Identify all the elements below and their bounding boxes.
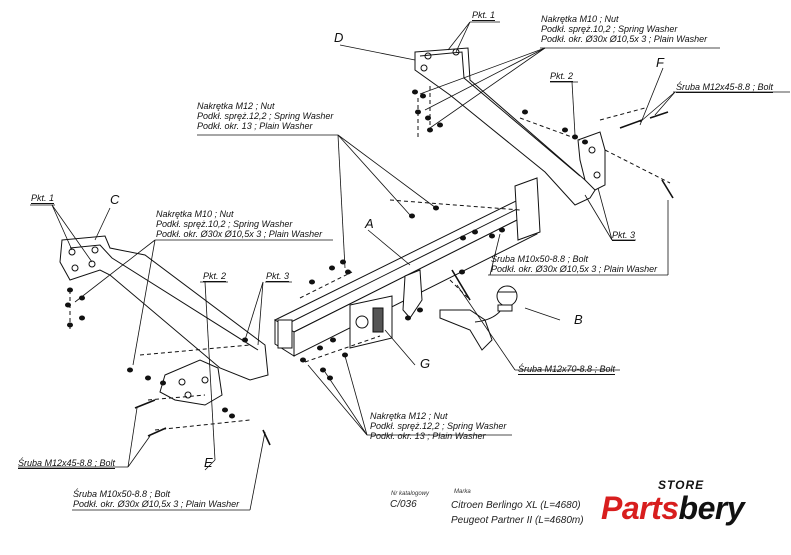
part-label-g: G bbox=[420, 356, 431, 371]
bracket-d bbox=[414, 47, 605, 206]
callout-bolt-m12x70: Śruba M12x70-8.8 ; Bolt bbox=[518, 364, 616, 375]
callout-bolt-m12x45-right: Śruba M12x45-8.8 ; Bolt bbox=[676, 82, 774, 93]
callout-bolt-m10x50-left: Śruba M10x50-8.8 ; Bolt Podkł. okr. Ø30x… bbox=[73, 489, 240, 509]
pkt3-right-label: Pkt. 3 bbox=[612, 230, 636, 241]
tow-ball bbox=[439, 285, 518, 351]
catalog-number-label: Nr katalogowy bbox=[391, 491, 430, 497]
callout-bolt-m10x50-right: Śruba M10x50-8.8 ; Bolt Podkł. okr. Ø30x… bbox=[491, 254, 658, 274]
part-label-f: F bbox=[656, 55, 664, 70]
model-line-1: Citroen Berlingo XL (L=4680) bbox=[451, 500, 581, 511]
partsbery-logo: Partsbery bbox=[601, 490, 745, 526]
bracket-c bbox=[59, 235, 269, 381]
part-label-d: D bbox=[334, 30, 344, 45]
pkt3-left-label: Pkt. 3 bbox=[266, 271, 290, 282]
part-label-b: B bbox=[574, 312, 583, 327]
catalog-number: C/036 bbox=[390, 499, 417, 510]
pkt2-left-label: Pkt. 2 bbox=[203, 271, 227, 282]
logo-store-text: STORE bbox=[658, 478, 705, 492]
pkt1-left-label: Pkt. 1 bbox=[31, 193, 55, 204]
callout-nut-m12-mid: Nakrętka M12 ; Nut Podkł. spręż.12,2 ; S… bbox=[197, 101, 334, 131]
model-line-2: Peugeot Partner II (L=4680m) bbox=[451, 515, 584, 526]
fastener-set bbox=[65, 89, 588, 419]
part-label-c: C bbox=[110, 192, 120, 207]
part-label-a: A bbox=[365, 216, 374, 231]
part-label-e: E bbox=[204, 455, 213, 470]
bracket-f bbox=[577, 131, 606, 191]
bracket-e bbox=[159, 359, 223, 406]
socket-plate bbox=[349, 269, 423, 349]
callout-nut-m10-left: Nakrętka M10 ; Nut Podkł. spręż.10,2 ; S… bbox=[156, 209, 323, 239]
callout-bolt-m12x45-left: Śruba M12x45-8.8 ; Bolt bbox=[18, 458, 116, 469]
marka-label: Marka bbox=[454, 489, 471, 495]
leader-lines bbox=[18, 21, 790, 511]
pkt1-top-label: Pkt. 1 bbox=[472, 10, 496, 21]
bolt-set bbox=[134, 111, 674, 446]
callout-nut-m12-bottom: Nakrętka M12 ; Nut Podkł. spręż.12,2 ; S… bbox=[370, 411, 507, 441]
callout-nut-m10-top: Nakrętka M10 ; Nut Podkł. spręż.10,2 ; S… bbox=[541, 14, 708, 44]
pkt2-right-label: Pkt. 2 bbox=[550, 71, 574, 82]
